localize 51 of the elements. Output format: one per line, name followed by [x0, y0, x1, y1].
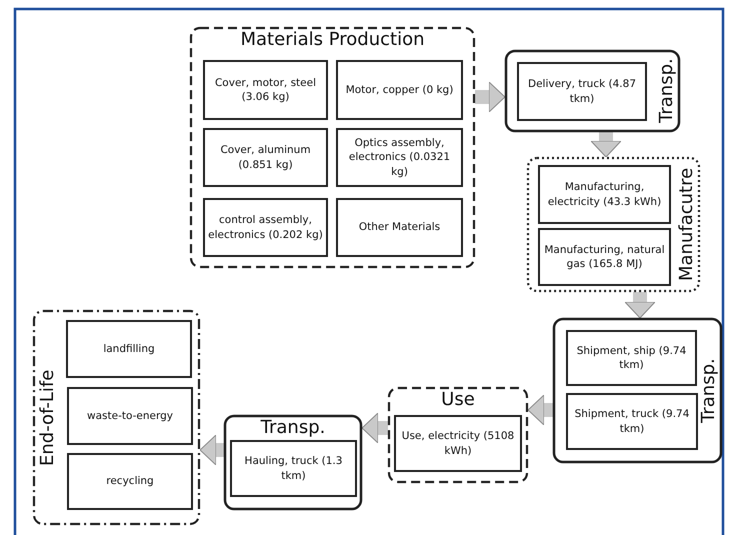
process-box	[517, 62, 647, 121]
box-label: Use, electricity (5108 kWh)	[400, 429, 516, 458]
box-label: control assembly, electronics (0.202 kg)	[208, 213, 323, 242]
group-heading: Transp.	[698, 357, 719, 425]
box-label: Cover, motor, steel (3.06 kg)	[214, 76, 318, 104]
process-box	[203, 128, 328, 187]
group-heading: Manufacutre	[676, 166, 697, 284]
group-container	[553, 318, 722, 463]
group-container	[224, 415, 362, 510]
group-heading: End-of-Life	[37, 368, 58, 468]
group-container	[33, 310, 200, 525]
group-container	[388, 387, 528, 483]
box-label: Optics assembly, electronics (0.0321 kg)	[348, 136, 452, 179]
process-box	[336, 60, 463, 120]
group-heading: Transp.	[260, 417, 326, 438]
group-heading: Materials Production	[240, 29, 426, 50]
process-box	[230, 440, 357, 497]
block-arrow	[528, 394, 553, 426]
block-arrow	[200, 434, 224, 466]
box-label: Other Materials	[358, 220, 440, 235]
group-heading: Transp.	[656, 58, 677, 126]
group-container	[505, 50, 680, 132]
process-box	[566, 393, 698, 450]
process-box	[67, 387, 193, 445]
box-label: Manufacturing, electricity (43.3 kWh)	[546, 180, 662, 209]
group-container	[190, 27, 475, 268]
box-label: landfilling	[103, 342, 155, 356]
box-label: Manufacturing, natural gas (165.8 MJ)	[543, 242, 666, 272]
box-label: Shipment, ship (9.74 tkm)	[576, 344, 688, 372]
block-arrow	[475, 82, 506, 112]
box-label: Hauling, truck (1.3 tkm)	[244, 454, 344, 483]
block-arrow	[362, 412, 388, 444]
process-box	[538, 165, 671, 224]
process-box	[394, 415, 522, 472]
group-heading: Use	[440, 389, 476, 410]
process-box	[203, 60, 328, 120]
box-label: Shipment, truck (9.74 tkm)	[574, 407, 690, 436]
block-arrow	[624, 292, 656, 318]
box-label: waste-to-energy	[87, 408, 173, 424]
process-box	[66, 320, 192, 378]
box-label: Cover, aluminum (0.851 kg)	[219, 143, 312, 172]
box-label: Motor, copper (0 kg)	[346, 82, 454, 98]
process-box	[566, 330, 697, 386]
box-label: recycling	[106, 474, 154, 489]
process-box	[538, 228, 671, 286]
process-box	[336, 198, 463, 257]
process-box	[67, 453, 193, 510]
block-arrow	[590, 132, 622, 158]
box-label: Delivery, truck (4.87 tkm)	[526, 77, 637, 106]
process-box	[203, 198, 328, 257]
process-box	[336, 128, 463, 187]
